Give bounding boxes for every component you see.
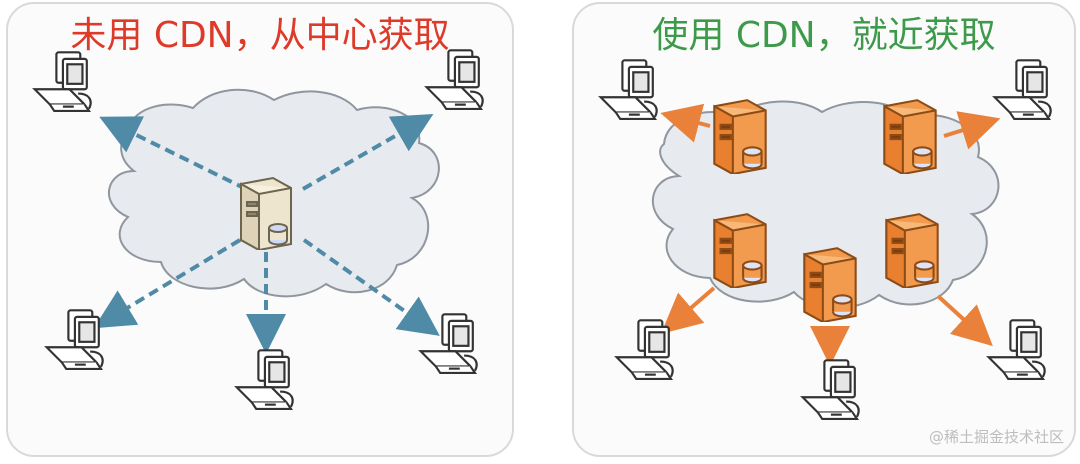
computer-icon (599, 59, 658, 121)
right-diagram (599, 59, 1052, 421)
arrow-to-bottom-right-pc (936, 294, 993, 347)
arrow-to-top-left-pc (660, 103, 711, 143)
arrow-to-bottom-left-pc (93, 238, 242, 329)
computer-icon (615, 319, 674, 381)
computer-icon (993, 59, 1052, 121)
computer-icon (425, 49, 484, 111)
arrow-to-bottom-right-pc (302, 238, 440, 336)
edge-server-icon (713, 213, 767, 288)
right-panel-title: 使用 CDN，就近获取 (652, 15, 996, 56)
arrow-to-top-right-pc (302, 114, 434, 191)
watermark: @稀土掘金技术社区 (928, 428, 1064, 446)
edge-server-icon (883, 99, 937, 174)
arrow-to-bottom-left-pc (660, 286, 716, 334)
edge-server-icon (713, 99, 767, 174)
edge-server-icon (803, 247, 857, 322)
arrow-to-top-left-pc (99, 116, 247, 191)
central-server-icon (239, 176, 293, 250)
central-distribution-arrows (93, 114, 440, 354)
computer-icon (987, 319, 1046, 381)
left-panel-no-cdn: 未用 CDN，从中心获取 (6, 2, 514, 457)
computer-icon (33, 51, 92, 113)
right-panel-with-cdn: 使用 CDN，就近获取 (572, 2, 1076, 457)
arrow-to-top-right-pc (943, 111, 1001, 150)
edge-server-icon (885, 213, 939, 288)
edge-delivery-arrows (660, 103, 1001, 366)
computer-icon (801, 359, 860, 421)
computer-icon (235, 349, 294, 411)
computer-icon (419, 313, 478, 375)
left-panel-title: 未用 CDN，从中心获取 (70, 15, 450, 56)
left-diagram (33, 49, 484, 411)
computer-icon (45, 309, 104, 371)
